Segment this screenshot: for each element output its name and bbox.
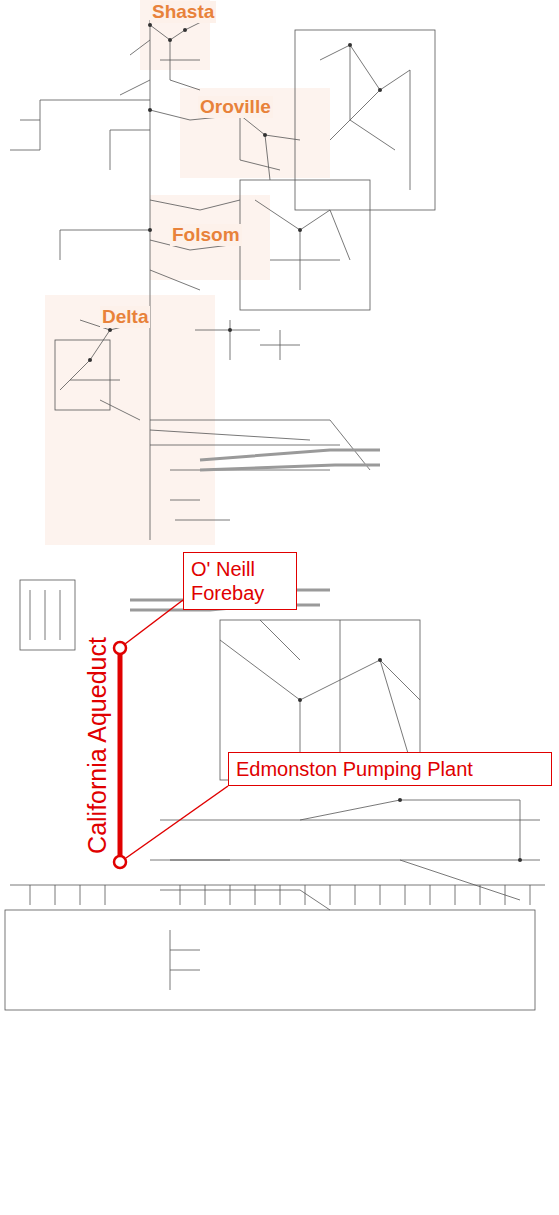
pumping-plant-panel <box>5 885 545 1010</box>
callout-box: O' Neill Forebay <box>183 552 297 610</box>
callout-text: Edmonston Pumping Plant <box>236 757 544 781</box>
schematic-dots <box>88 23 522 862</box>
shaded-regions <box>45 0 330 545</box>
callout-text: O' Neill Forebay <box>191 557 289 605</box>
schematic-heavy-wires <box>130 450 380 610</box>
region-label: Folsom <box>170 224 242 246</box>
route-label: California Aqueduct <box>83 637 112 854</box>
region-label: Shasta <box>150 1 216 23</box>
region-label: Oroville <box>198 96 273 118</box>
aqueduct-route <box>114 600 228 868</box>
callout-box: Edmonston Pumping Plant <box>228 752 552 786</box>
region-label: Delta <box>100 306 150 328</box>
